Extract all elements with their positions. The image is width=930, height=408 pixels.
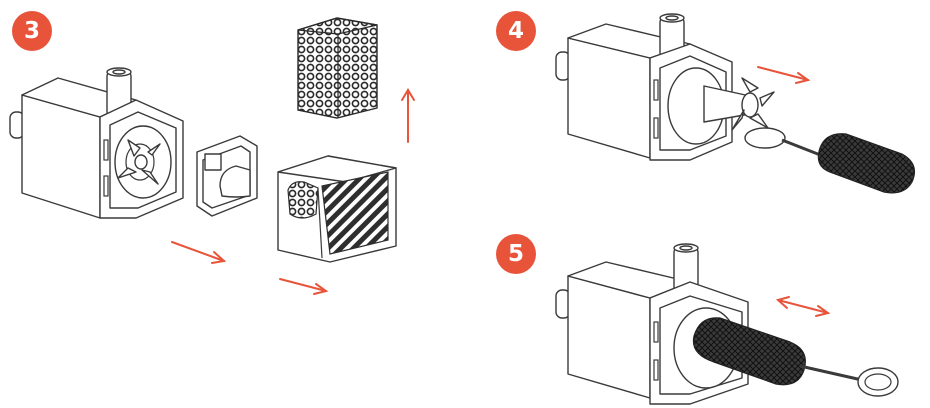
filter-cage-icon: [277, 155, 397, 263]
cleaning-brush-icon-step-5: [692, 317, 899, 397]
sponge-filter-icon: [297, 17, 378, 119]
cleaning-brush-icon-step-4: [744, 127, 915, 194]
up-arrow-icon: [401, 88, 415, 143]
double-arrow-icon: [775, 296, 831, 317]
step-badge-4: 4: [496, 11, 536, 51]
pump-step-3: [9, 67, 184, 219]
step-badge-5: 5: [496, 234, 536, 274]
direction-arrow-icon: [757, 66, 811, 84]
pump-step-4: [555, 13, 733, 161]
impeller-icon-step-4: [703, 77, 775, 131]
step-badge-3: 3: [12, 11, 52, 51]
impeller-icon-step-3: [117, 139, 161, 185]
direction-arrow-icon: [279, 278, 329, 295]
impeller-cover-icon: [196, 135, 258, 217]
direction-arrow-icon: [171, 241, 227, 264]
